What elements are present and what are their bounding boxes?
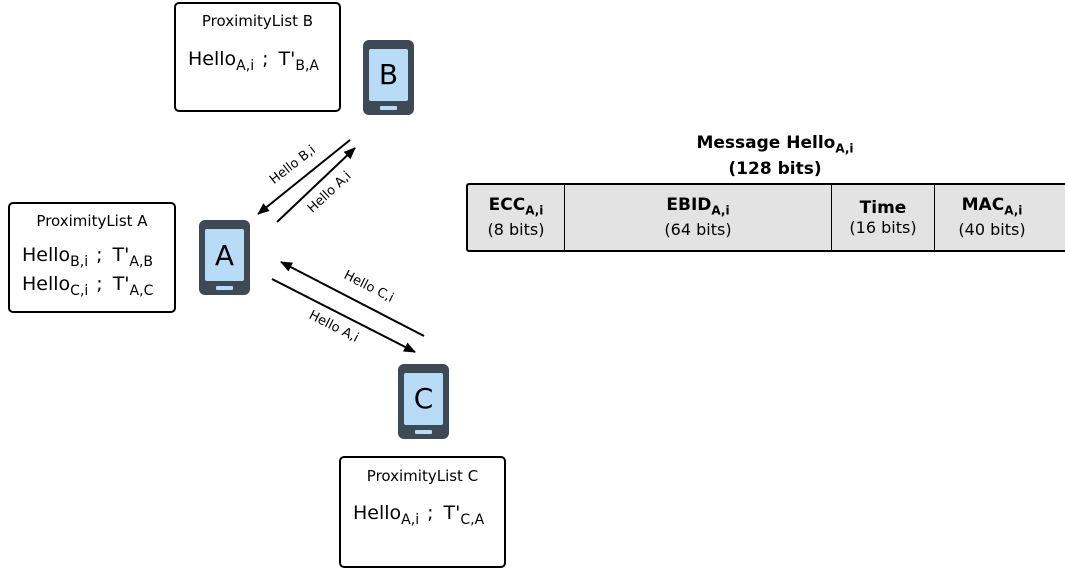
proximity-list-a: ProximityList A HelloB,i;T'A,B HelloC,i;… (8, 202, 176, 313)
message-name-text: Message Hello (696, 133, 836, 153)
proximity-list-b-entry: HelloA,i; T'B,A (188, 48, 319, 74)
time-subscript: A,B (129, 253, 154, 270)
proximity-list-b-title: ProximityList B (201, 12, 314, 30)
proximity-list-a-title: ProximityList A (36, 212, 148, 230)
field-name-text: ECC (488, 194, 526, 215)
field-name-subscript: A,i (1004, 203, 1023, 218)
hello-subscript: A,i (236, 57, 255, 74)
field-name: Time (860, 198, 907, 218)
message-title: Message HelloA,i (128 bits) (660, 133, 890, 180)
arrow-a-to-b (276, 147, 356, 223)
field-name: ECCA,i (489, 195, 544, 220)
time-subscript: C,A (460, 511, 485, 528)
proximity-list-b: ProximityList B HelloA,i; T'B,A (174, 2, 341, 112)
message-size: (128 bits) (728, 159, 822, 180)
time-subscript: B,A (295, 57, 319, 74)
proximity-list-a-entry: HelloB,i; T'A,B (22, 244, 153, 270)
hello-text: Hello (188, 48, 237, 70)
phone-a-screen (205, 229, 244, 281)
message-name: Message HelloA,i (660, 133, 890, 159)
field-mac: MACA,i (40 bits) (935, 185, 1065, 250)
field-name-text: EBID (666, 194, 712, 215)
proximity-list-c-entry: HelloA,i; T'C,A (353, 502, 484, 528)
device-b-label: B (379, 58, 398, 91)
proximity-list-c-title: ProximityList C (366, 467, 479, 485)
arrow-label-a-to-c: Hello A,i (306, 308, 361, 346)
field-bits: (40 bits) (958, 220, 1026, 240)
hello-subscript: B,i (70, 253, 89, 270)
message-format-table: ECCA,i (8 bits) EBIDA,i (64 bits) Time (… (466, 183, 1065, 252)
hello-text: Hello (22, 273, 71, 295)
phone-c-screen (404, 373, 443, 425)
phone-c-icon: C (398, 364, 449, 439)
arrow-c-to-a (280, 261, 425, 337)
arrow-a-to-c (271, 278, 416, 353)
phone-b-button (380, 106, 397, 110)
field-name-text: MAC (961, 194, 1005, 215)
arrow-label-a-to-b: Hello A,i (305, 169, 355, 217)
hello-text: Hello (353, 502, 402, 524)
time-subscript: A,C (129, 282, 154, 299)
field-bits: (8 bits) (487, 220, 545, 240)
time-text: T' (443, 502, 461, 524)
message-name-subscript: A,i (835, 141, 854, 156)
field-time: Time (16 bits) (832, 185, 935, 250)
entry-separator: ; (96, 273, 103, 295)
field-name: MACA,i (962, 195, 1023, 220)
phone-c-button (415, 430, 432, 434)
field-ebid: EBIDA,i (64 bits) (565, 185, 832, 250)
phone-b-screen (369, 49, 408, 101)
phone-b-icon: B (363, 40, 414, 115)
proximity-list-a-entry: HelloC,i; T'A,C (22, 273, 153, 299)
field-name-subscript: A,i (711, 203, 730, 218)
device-a-label: A (215, 239, 234, 272)
field-bits: (64 bits) (664, 220, 732, 240)
field-name-text: Time (859, 197, 907, 218)
phone-a-icon: A (199, 220, 250, 295)
field-bits: (16 bits) (849, 217, 917, 237)
field-ecc: ECCA,i (8 bits) (468, 185, 565, 250)
arrow-label-b-to-a: Hello B,i (267, 143, 319, 188)
hello-text: Hello (22, 244, 71, 266)
hello-subscript: C,i (70, 282, 89, 299)
time-text: T' (112, 273, 130, 295)
device-c-label: C (414, 382, 434, 415)
time-text: T' (278, 48, 296, 70)
arrow-label-c-to-a: Hello C,i (341, 268, 396, 306)
entry-separator: ; (96, 244, 103, 266)
time-text: T' (112, 244, 130, 266)
arrow-b-to-a (257, 139, 351, 215)
field-name: EBIDA,i (666, 195, 729, 220)
proximity-list-c: ProximityList C HelloA,i; T'C,A (339, 456, 506, 568)
hello-subscript: A,i (401, 511, 420, 528)
entry-separator: ; (427, 502, 434, 524)
entry-separator: ; (262, 48, 269, 70)
field-name-subscript: A,i (525, 203, 544, 218)
phone-a-button (216, 286, 233, 290)
